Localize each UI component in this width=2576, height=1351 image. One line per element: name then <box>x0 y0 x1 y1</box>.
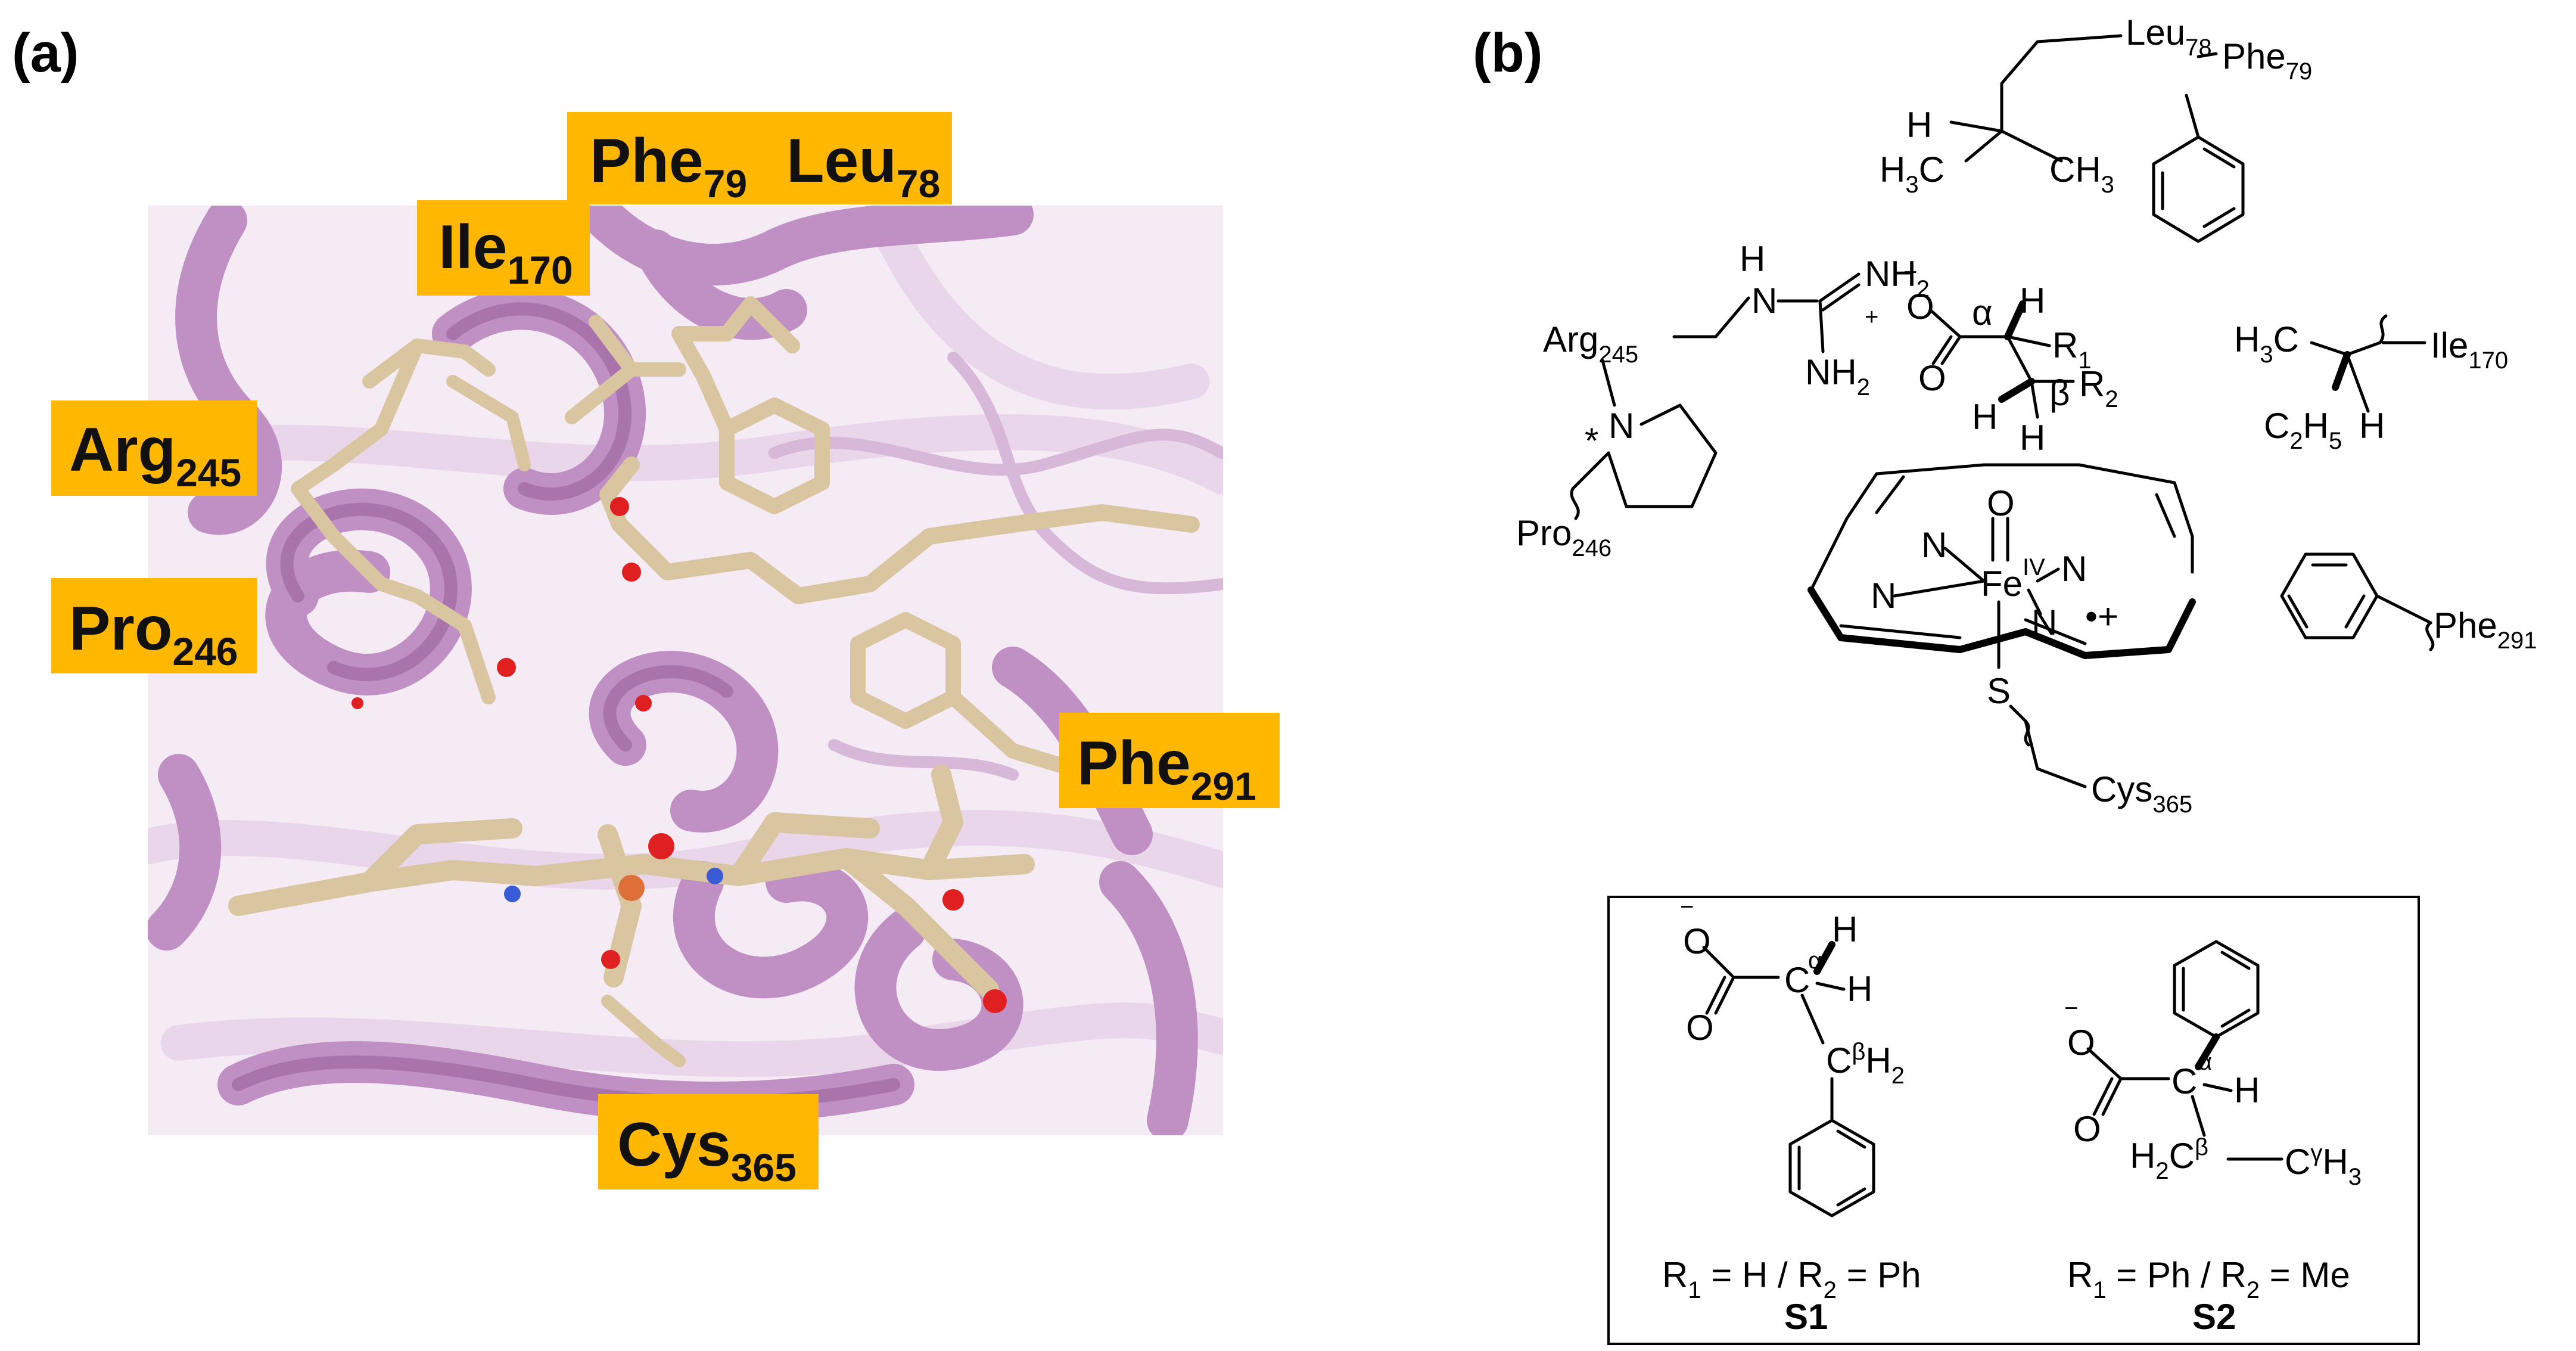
svg-text:C: C <box>1784 960 1810 1000</box>
heme-porphyrin: N N N N Fe IV O •+ S Cys365 <box>1807 463 2196 818</box>
svg-text:Arg245: Arg245 <box>1543 319 1638 368</box>
svg-text:−: − <box>1903 259 1917 285</box>
svg-text:H: H <box>1847 969 1872 1009</box>
svg-text:N: N <box>2031 602 2057 642</box>
svg-text:Phe79: Phe79 <box>590 126 747 206</box>
svg-text:+: + <box>1865 304 1878 330</box>
svg-text:N: N <box>1921 525 1947 565</box>
svg-text:C: C <box>2171 1061 2197 1101</box>
residue-tag-ile170: Ile170 <box>417 200 590 296</box>
residue-tag-phe291: Phe291 <box>1059 713 1280 808</box>
residue-tag-phe79: Phe79 <box>567 112 755 206</box>
substrate-s2: O − O C α H H2Cβ CγH3 R1 = Ph / R2 = Me … <box>2064 940 2362 1337</box>
panel-label-b: (b) <box>1473 23 1542 83</box>
svg-text:H: H <box>2020 418 2045 458</box>
svg-text:CγH3: CγH3 <box>2285 1140 2362 1190</box>
svg-text:N: N <box>1751 281 1777 321</box>
svg-text:N: N <box>1609 406 1634 446</box>
svg-text:•+: •+ <box>2085 597 2118 636</box>
svg-text:O: O <box>1918 358 1946 398</box>
svg-text:Fe: Fe <box>1981 564 2023 604</box>
svg-text:O: O <box>2067 1023 2095 1063</box>
svg-text:NH2: NH2 <box>1805 352 1870 400</box>
svg-text:Phe79: Phe79 <box>2222 36 2312 85</box>
residue-tag-pro246: Pro246 <box>51 578 257 673</box>
arg245-pro246-fragment: Arg245 N H NH2 + NH2 N * Pro246 <box>1516 239 1930 561</box>
svg-text:Ile170: Ile170 <box>2431 325 2508 374</box>
substrate-generic: O − O α H R1 β R2 H H <box>1903 259 2118 458</box>
protein-structure-render <box>148 206 1223 1135</box>
svg-text:Leu78: Leu78 <box>786 126 940 206</box>
svg-text:R2: R2 <box>2079 364 2118 412</box>
svg-text:H3C: H3C <box>2234 319 2299 368</box>
svg-text:IV: IV <box>2023 554 2045 580</box>
svg-text:H: H <box>1906 105 1932 145</box>
svg-text:S2: S2 <box>2192 1297 2236 1337</box>
svg-text:−: − <box>2064 995 2078 1021</box>
svg-text:−: − <box>1680 894 1694 920</box>
svg-text:H: H <box>1832 909 1858 949</box>
svg-text:Pro246: Pro246 <box>1516 513 1611 561</box>
svg-text:H: H <box>1972 397 1998 437</box>
svg-text:Phe291: Phe291 <box>2434 605 2537 654</box>
svg-text:O: O <box>2073 1109 2101 1149</box>
svg-text:R1 = H / R2 = Ph: R1 = H / R2 = Ph <box>1662 1255 1921 1303</box>
phe291-fragment: Phe291 <box>2280 552 2537 654</box>
svg-text:Ile170: Ile170 <box>438 213 573 292</box>
svg-text:H2Cβ: H2Cβ <box>2130 1134 2208 1184</box>
phe79-fragment: Phe79 <box>2152 36 2312 243</box>
svg-text:CβH2: CβH2 <box>1826 1039 1905 1089</box>
svg-text:N: N <box>2061 549 2087 589</box>
svg-text:NH2: NH2 <box>1865 254 1930 302</box>
svg-text:O: O <box>1987 483 2015 523</box>
svg-text:Pro246: Pro246 <box>69 594 238 673</box>
svg-text:H: H <box>2234 1070 2260 1110</box>
ile170-fragment: H3C Ile170 C2H5 H <box>2234 314 2508 454</box>
svg-text:C2H5: C2H5 <box>2264 406 2342 454</box>
svg-text:Leu78: Leu78 <box>2126 13 2212 61</box>
svg-text:H: H <box>1740 239 1765 279</box>
svg-text:O: O <box>1683 921 1711 961</box>
svg-text:α: α <box>1972 293 1993 333</box>
svg-text:N: N <box>1871 576 1896 616</box>
svg-text:R1: R1 <box>2052 325 2092 374</box>
svg-text:Cys365: Cys365 <box>2091 769 2192 818</box>
residue-tag-cys365: Cys365 <box>598 1094 819 1189</box>
svg-text:Cys365: Cys365 <box>617 1110 797 1189</box>
svg-text:H3C: H3C <box>1880 150 1945 198</box>
svg-text:H: H <box>2359 406 2385 446</box>
svg-text:Arg245: Arg245 <box>69 415 241 495</box>
svg-text:S1: S1 <box>1784 1297 1828 1337</box>
residue-tag-leu78: Leu78 <box>755 112 952 206</box>
svg-text:O: O <box>1686 1008 1714 1048</box>
substrate-box <box>1607 896 2420 1345</box>
panel-label-a: (a) <box>12 23 79 83</box>
svg-text:O: O <box>1906 287 1934 327</box>
svg-text:S: S <box>1987 671 2011 711</box>
svg-text:Phe291: Phe291 <box>1077 729 1256 808</box>
svg-text:β: β <box>2049 373 2070 413</box>
svg-text:*: * <box>1585 421 1598 461</box>
svg-text:R1 = Ph / R2 = Me: R1 = Ph / R2 = Me <box>2067 1255 2350 1303</box>
leu78-fragment: Leu78 H H3C CH3 <box>1880 13 2212 198</box>
substrate-s1: O − O C α H H CβH2 R1 = H / R2 = Ph S1 <box>1662 894 1921 1337</box>
residue-tag-arg245: Arg245 <box>51 400 257 496</box>
svg-text:CH3: CH3 <box>2049 150 2114 198</box>
